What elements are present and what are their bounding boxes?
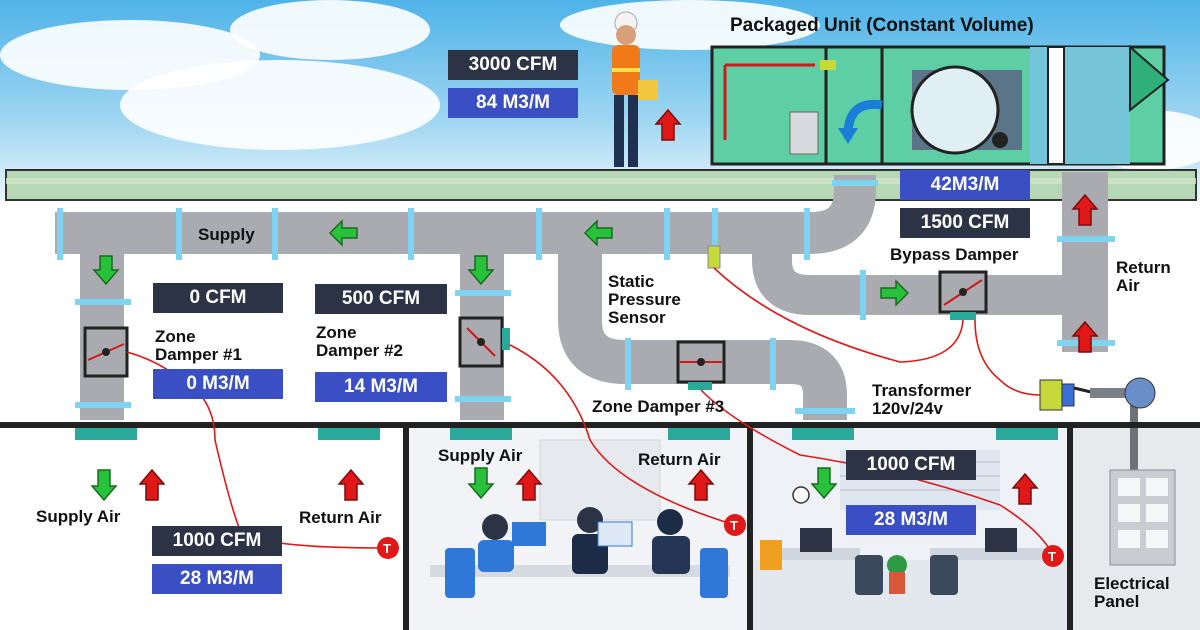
bypass-damper-body [938, 270, 988, 320]
room1-supply-air-label: Supply Air [36, 507, 121, 526]
zone1-cfm-label: 0 CFM [153, 283, 283, 313]
cloud [120, 60, 440, 150]
duct-joints [57, 180, 1115, 414]
thermostat-glyph: T [383, 541, 391, 556]
thermostat-glyph: T [1048, 549, 1056, 564]
packaged-unit [710, 44, 1170, 166]
room1-m3m-label: 28 M3/M [152, 564, 282, 594]
zone3-m3m-label: 28 M3/M [846, 505, 976, 535]
zone-damper-2-body [458, 316, 510, 368]
return-air-duct-label: Return Air [1116, 258, 1171, 295]
electrical-room [1072, 400, 1200, 630]
static-pressure-sensor-body [707, 245, 721, 269]
transformer-label: Transformer 120v/24v [872, 381, 972, 418]
zone-damper-1-body [83, 326, 129, 378]
zone-damper-3-label: Zone Damper #3 [592, 397, 725, 416]
red-return-arrows [138, 108, 1099, 505]
zone-damper-3-body [676, 340, 726, 390]
room1-cfm-label: 1000 CFM [152, 526, 282, 556]
bypass-damper-label: Bypass Damper [890, 245, 1019, 264]
technician-figure [612, 11, 658, 167]
static-pressure-sensor-label: Static Pressure Sensor [608, 272, 681, 327]
green-supply-arrows [90, 219, 910, 502]
electrical-panel-label: Electrical Panel [1094, 574, 1170, 611]
zone3-cfm-label: 1000 CFM [846, 450, 976, 480]
cloud [560, 0, 820, 50]
bypass-cfm-label: 1500 CFM [900, 208, 1030, 238]
room2-supply-air-label: Supply Air [438, 446, 523, 465]
room2-return-air-label: Return Air [638, 450, 721, 469]
supply-duct-label: Supply [198, 225, 255, 244]
zone-damper-1-label: Zone Damper #1 [155, 327, 242, 364]
room-2-office [408, 428, 748, 630]
cloud [230, 0, 430, 60]
thermostat-markers [377, 514, 1064, 567]
thermostat-glyph: T [730, 518, 738, 533]
transformer-body [1039, 377, 1156, 411]
ceiling-diffusers [75, 428, 1058, 440]
room1-return-air-label: Return Air [299, 508, 382, 527]
zone2-cfm-label: 500 CFM [315, 284, 447, 314]
zone1-m3m-label: 0 M3/M [153, 369, 283, 399]
bypass-m3m-label: 42M3/M [900, 170, 1030, 200]
building-walls [0, 422, 1200, 630]
packaged-unit-title: Packaged Unit (Constant Volume) [730, 15, 1034, 36]
unit-cfm-label: 3000 CFM [448, 50, 578, 80]
unit-m3m-label: 84 M3/M [448, 88, 578, 118]
zone-damper-2-label: Zone Damper #2 [316, 323, 403, 360]
zone2-m3m-label: 14 M3/M [315, 372, 447, 402]
